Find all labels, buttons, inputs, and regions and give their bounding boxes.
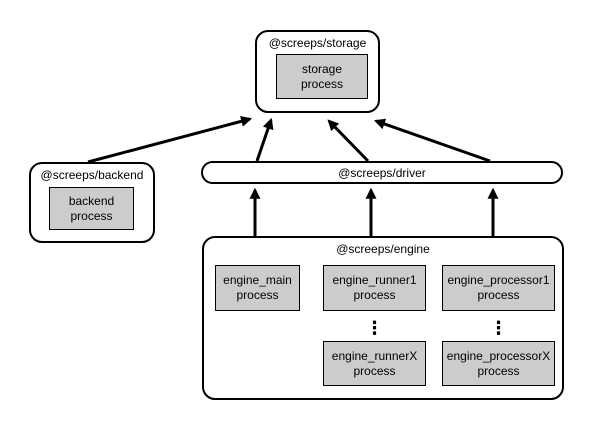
engine-processor1-process-line2: process [477,288,520,302]
engine-processorX-process-line2: process [477,363,520,378]
edge-driver-to-storage-right [373,118,491,163]
engine-runnerX-process-line1: engine_runnerX [331,348,418,363]
engine-runnerX-process-line2: process [353,363,396,378]
backend-package-label: @screeps/backend [40,168,144,182]
storage-process-label-line1: storage [301,61,343,76]
driver-package-label: @screeps/driver [338,165,426,180]
engine-main-process-box: engine_main process [215,265,300,311]
engine-runnerX-process-box: engine_runnerX process [323,341,426,386]
backend-package: @screeps/backend backend process [29,162,155,243]
storage-package-label: @screeps/storage [268,36,367,50]
edge-driver-to-storage-mid [327,119,370,163]
backend-process-box: backend process [49,187,134,230]
storage-process-box: storage process [276,54,368,99]
engine-processorX-process-box: engine_processorX process [442,341,555,386]
engine-runner1-process-line1: engine_runner1 [332,273,417,287]
backend-process-label-line2: process [70,208,113,223]
runner-ellipsis: ⋮ [365,318,384,338]
storage-package: @screeps/storage storage process [255,30,380,113]
storage-process-label-line2: process [300,76,344,91]
engine-processorX-process-line1: engine_processorX [446,348,551,363]
engine-main-process-line1: engine_main [223,273,292,287]
processor-ellipsis: ⋮ [489,318,508,338]
engine-runner1-process-line2: process [353,288,396,302]
edge-backend-to-storage [87,115,253,164]
engine-package-label: @screeps/engine [336,242,430,256]
engine-package: @screeps/engine engine_main process engi… [202,236,564,400]
driver-package: @screeps/driver [201,161,563,184]
engine-main-process-line2: process [236,288,279,302]
engine-processor1-process-box: engine_processor1 process [442,265,555,311]
engine-processor1-process-line1: engine_processor1 [447,273,550,287]
backend-process-label-line1: backend [68,193,115,208]
edge-driver-to-storage-left [255,117,274,162]
engine-runner1-process-box: engine_runner1 process [323,265,426,311]
